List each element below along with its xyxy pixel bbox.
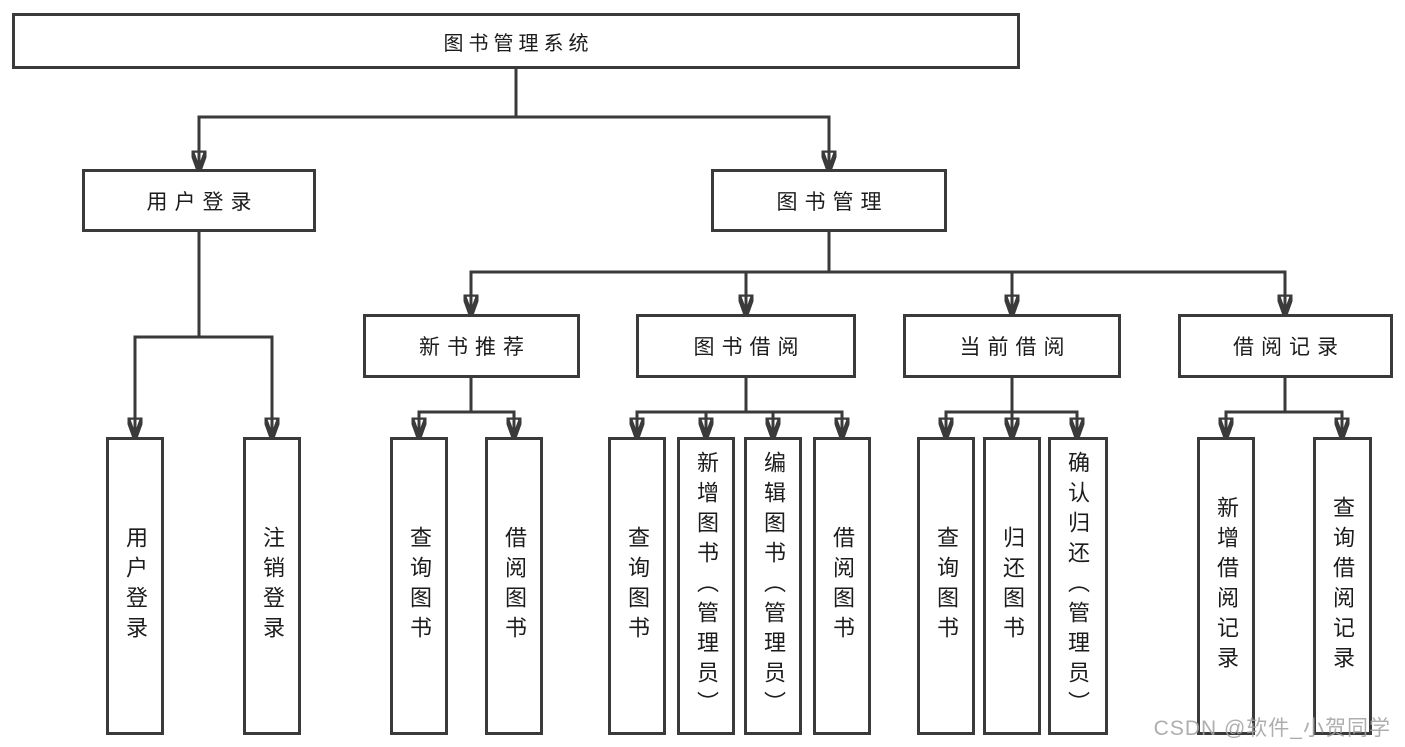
leaf-user-login: 用户登录: [106, 437, 164, 735]
leaf-query-borrow-record: 查询借阅记录: [1313, 437, 1372, 735]
leaf-query-book-recommend: 查询图书: [390, 437, 448, 735]
node-book-management: 图书管理: [711, 169, 947, 232]
leaf-logout: 注销登录: [243, 437, 301, 735]
node-book-borrow: 图书借阅: [636, 314, 856, 378]
leaf-confirm-return-admin: 确认归还（管理员）: [1048, 437, 1108, 735]
leaf-edit-book-admin: 编辑图书（管理员）: [744, 437, 802, 735]
node-new-book-recommend: 新书推荐: [363, 314, 580, 378]
leaf-add-book-admin: 新增图书（管理员）: [677, 437, 735, 735]
leaf-add-borrow-record: 新增借阅记录: [1197, 437, 1255, 735]
node-borrow-record: 借阅记录: [1178, 314, 1393, 378]
node-current-borrow: 当前借阅: [903, 314, 1121, 378]
watermark: CSDN @软件_小贺同学: [1153, 717, 1391, 740]
node-user-login: 用户登录: [82, 169, 316, 232]
node-library-management-system: 图书管理系统: [12, 13, 1020, 69]
leaf-return-book: 归还图书: [983, 437, 1041, 735]
leaf-borrow-book-recommend: 借阅图书: [485, 437, 543, 735]
leaf-query-book-borrow: 查询图书: [608, 437, 666, 735]
leaf-borrow-book: 借阅图书: [813, 437, 871, 735]
leaf-query-book-current: 查询图书: [917, 437, 975, 735]
